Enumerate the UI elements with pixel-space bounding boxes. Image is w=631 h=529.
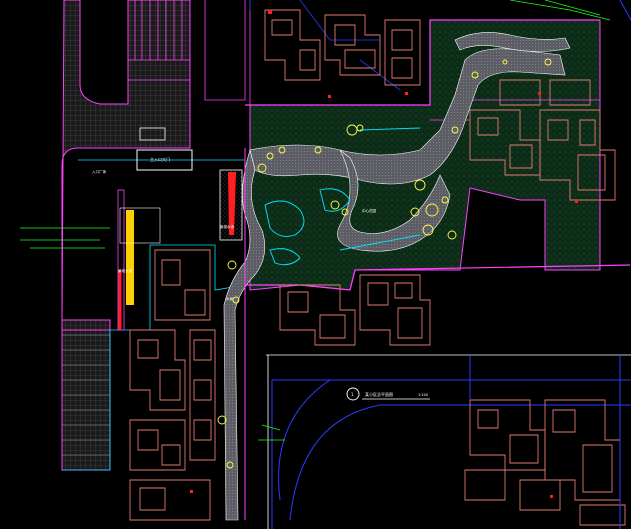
drawing-title-block: 1 某小区总平面图 1:200 (346, 387, 430, 401)
title-scale: 1:200 (418, 393, 428, 397)
site-boundary (249, 0, 631, 529)
label-central: 中心花园 (362, 208, 376, 213)
leader-lines (20, 0, 611, 441)
title-text: 某小区总平面图 (365, 391, 393, 397)
red-markers (190, 10, 578, 498)
label-water-feature: 水景 (226, 296, 233, 301)
drawing-labels: 主入口大门 入口广场 景观大道 景观水池 中心花园 水景 (92, 156, 376, 301)
internal-road (244, 0, 631, 529)
label-entrance-gate: 主入口大门 (150, 156, 170, 162)
title-number: 1 (351, 392, 354, 397)
left-plaza-area (61, 0, 246, 471)
label-fountain: 景观水池 (220, 224, 234, 229)
title-circle (346, 387, 360, 401)
water-features (264, 127, 421, 266)
label-side-note: 景观大道 (118, 268, 132, 273)
label-plaza: 入口广场 (92, 169, 106, 174)
entrance-gate (117, 127, 243, 331)
tree-symbols (217, 58, 552, 469)
buildings (129, 9, 626, 526)
